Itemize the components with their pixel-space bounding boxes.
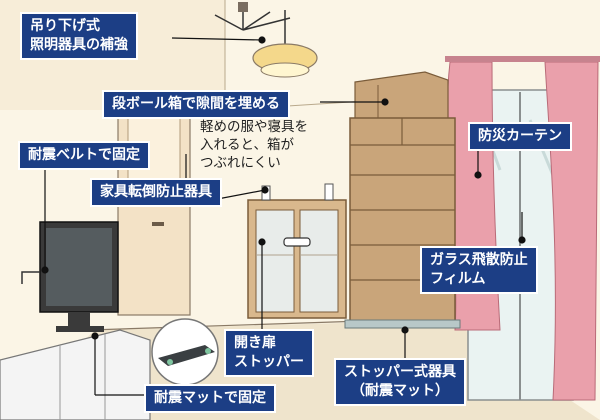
- tv-stand: [0, 329, 151, 420]
- box-note: 軽めの服や寝具を 入れると、箱が つぶれにくい: [200, 119, 308, 171]
- stopper-device-label: ストッパー式器具 （耐震マット）: [336, 360, 464, 404]
- door: [117, 99, 191, 316]
- mat-label: 耐震マットで固定: [146, 386, 274, 411]
- curtain-label: 防災カーテン: [470, 124, 570, 149]
- tall-dresser: [344, 117, 461, 329]
- glass-cabinet: [247, 183, 347, 319]
- glass-film-label: ガラス飛散防止 フィルム: [422, 248, 536, 292]
- furniture-stopper-label: 家具転倒防止器具: [92, 180, 220, 205]
- box-gap-label: 段ボール箱で隙間を埋める: [104, 92, 288, 117]
- lighting-label: 吊り下げ式 照明器具の補強: [22, 14, 136, 58]
- ceiling-lamp: [214, 2, 318, 78]
- tv-belt-label: 耐震ベルトで固定: [20, 143, 148, 168]
- mat-inset: [151, 318, 219, 386]
- cardboard-box: [354, 71, 449, 126]
- television: [21, 221, 119, 332]
- door-stopper-label: 開き扉 ストッパー: [226, 331, 312, 375]
